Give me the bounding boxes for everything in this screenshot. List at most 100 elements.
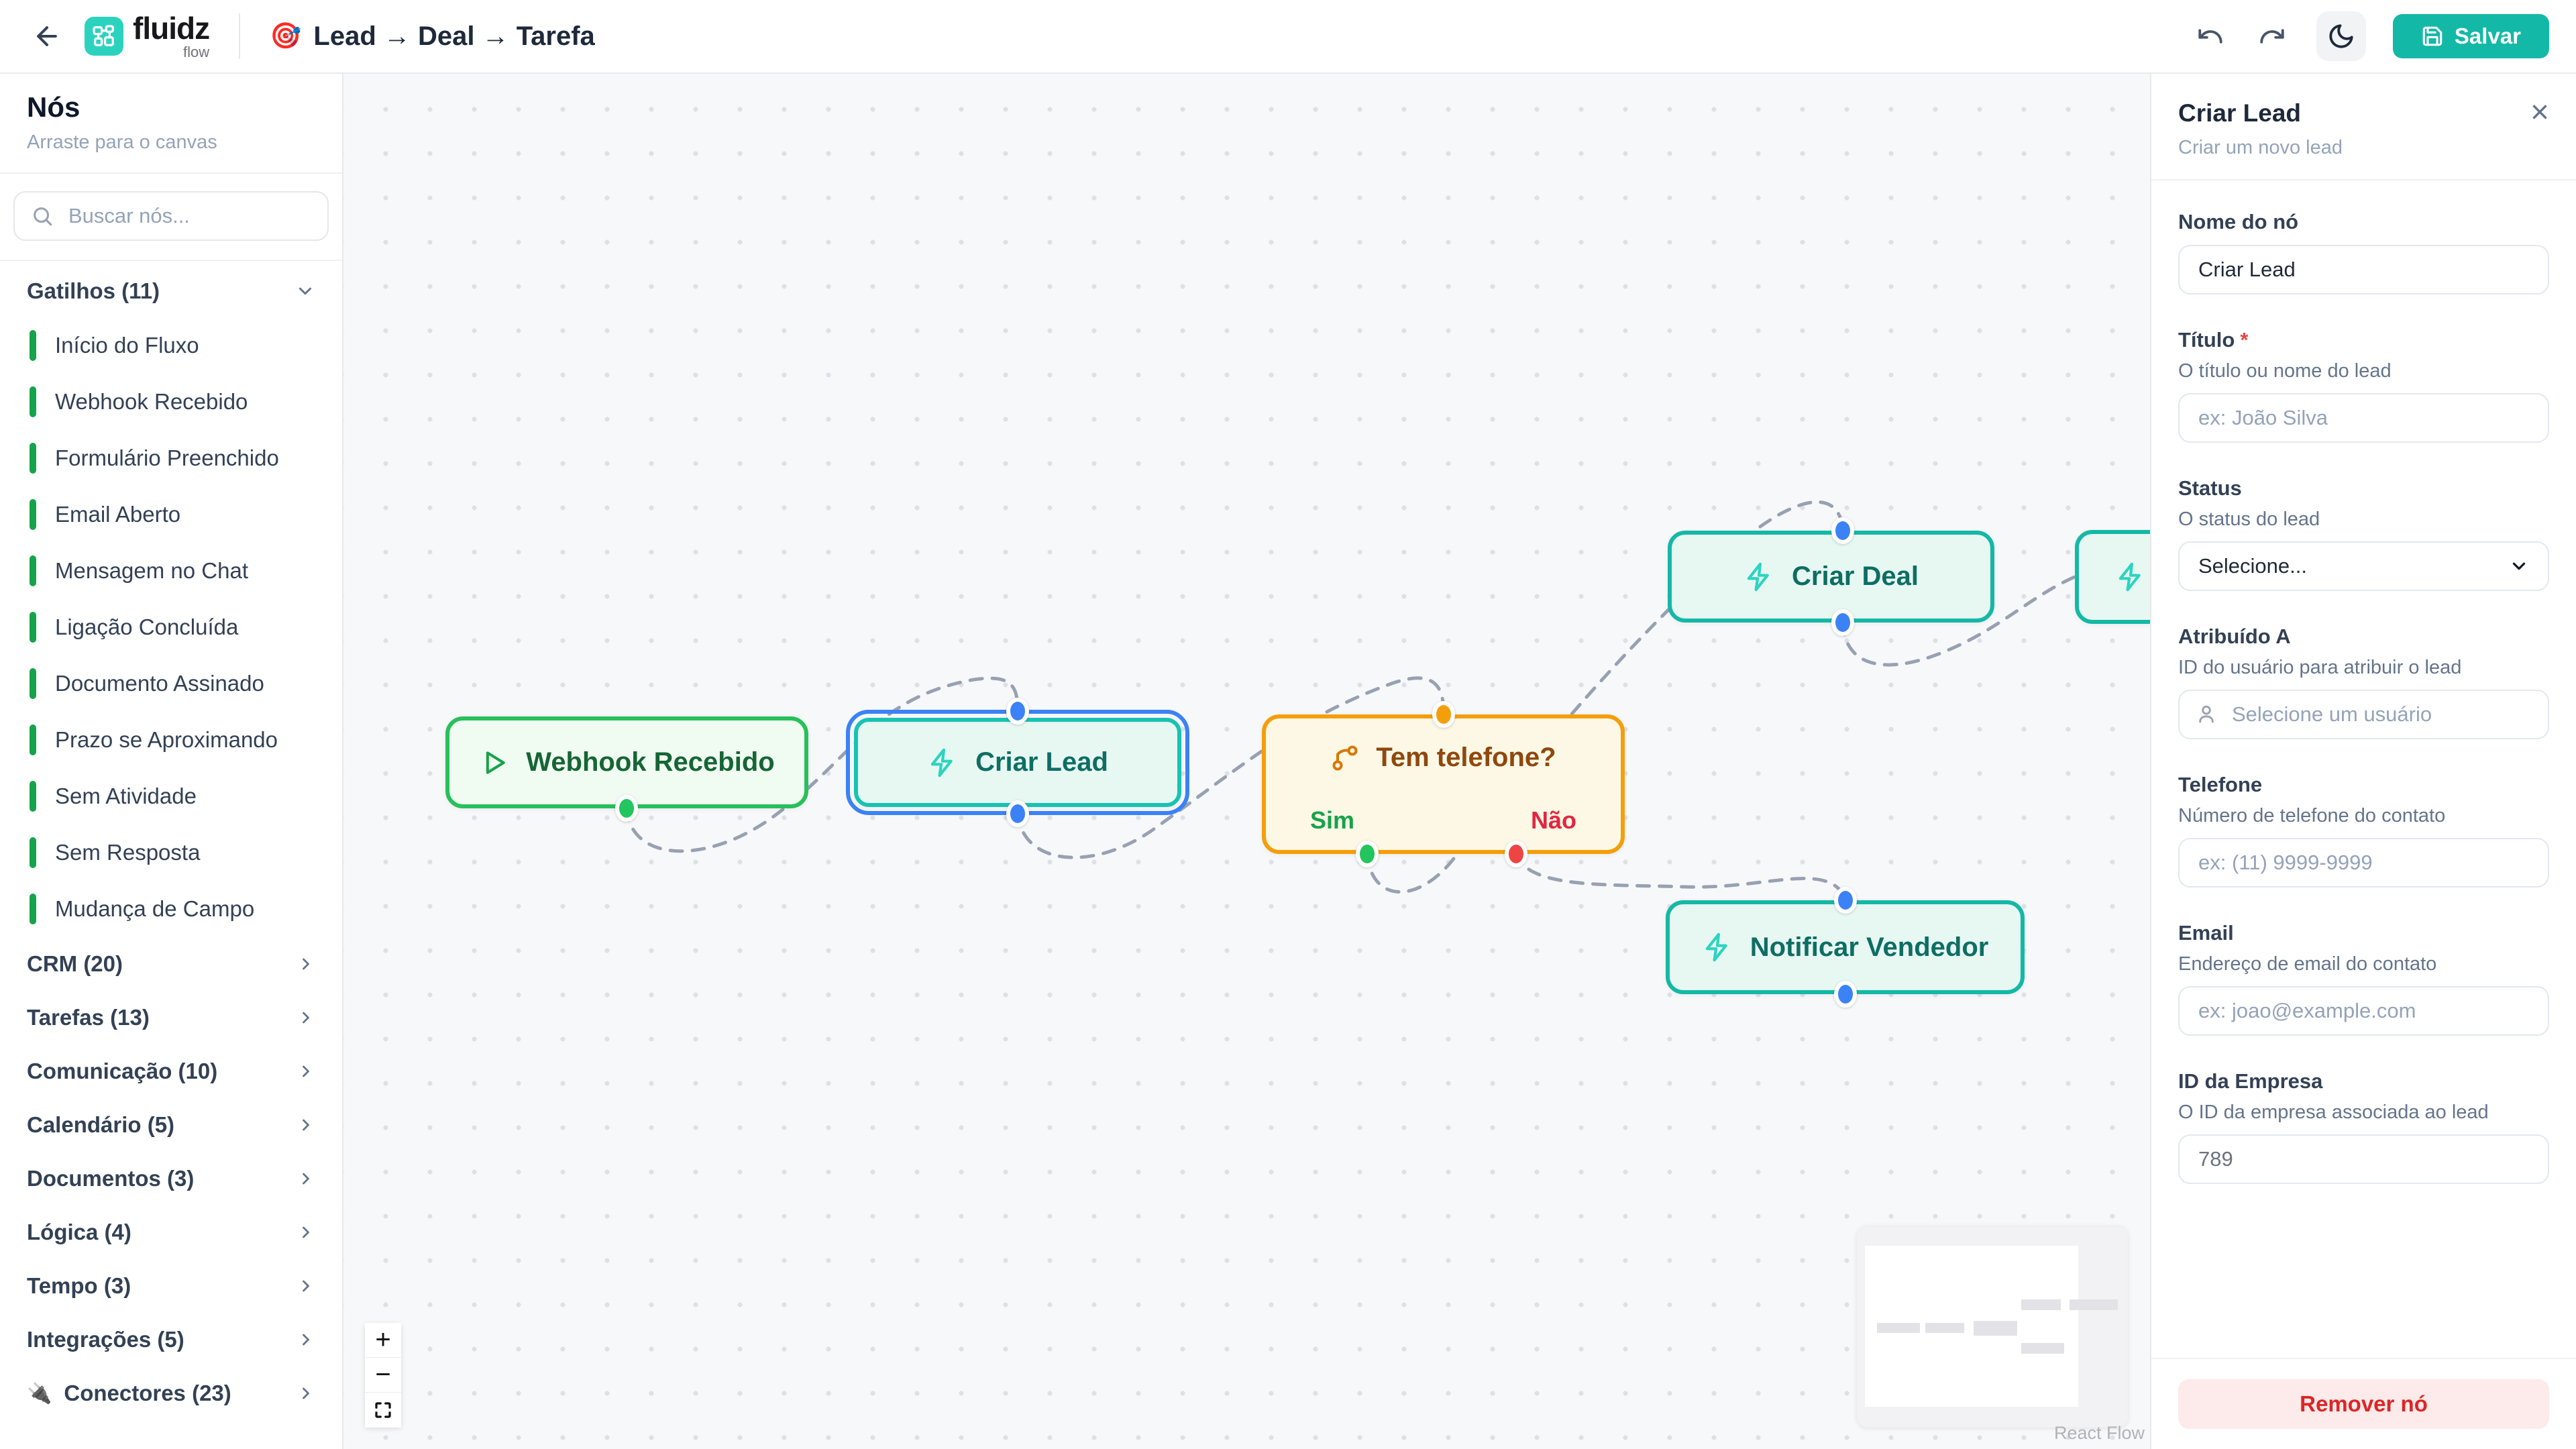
remove-node-button[interactable]: Remover nó [2178,1379,2549,1429]
sidebar-subtitle: Arraste para o canvas [27,131,217,153]
handle-nao-source[interactable] [1505,841,1527,867]
top-bar: fluidz flow 🎯 Lead → Deal → Tarefa Salva… [0,0,2576,74]
redo-button[interactable] [2255,19,2290,54]
zoom-out-button[interactable]: − [365,1358,401,1393]
handle-temtelefone-target[interactable] [1432,701,1455,728]
node-notificar-vendedor[interactable]: Notificar Vendedor [1666,900,2025,994]
sidebar-item-email-aberto[interactable]: Email Aberto [0,486,342,543]
field-helper: O ID da empresa associada ao lead [2178,1102,2489,1123]
handle-criarlead-target[interactable] [1006,698,1029,724]
handle-notificar-target[interactable] [1834,887,1857,914]
node-criar-lead[interactable]: Criar Lead [854,718,1181,807]
node-partial-right-edge[interactable] [2075,530,2150,624]
save-button[interactable]: Salvar [2392,14,2549,58]
brand-name: fluidz [133,11,210,46]
field-telefone: Telefone Número de telefone do contato [2178,773,2549,888]
sidebar-category-conectores[interactable]: 🔌Conectores (23) [0,1366,342,1420]
save-button-label: Salvar [2454,23,2521,48]
minimap-node [1974,1321,2017,1336]
trigger-color-bar [30,837,36,868]
node-criar-deal[interactable]: Criar Deal [1668,531,1994,623]
field-email: Email Endereço de email do contato [2178,921,2549,1036]
undo-button[interactable] [2193,19,2228,54]
sidebar-item-sem-resposta[interactable]: Sem Resposta [0,824,342,881]
sidebar-section-gatilhos[interactable]: Gatilhos (11) [0,261,342,317]
handle-criarlead-source[interactable] [1006,800,1029,827]
field-nome-do-no: Nome do nó [2178,210,2549,294]
branch-icon [1332,745,1358,771]
sidebar-category-tempo[interactable]: Tempo (3) [0,1259,342,1313]
email-input[interactable] [2178,986,2549,1036]
handle-sim-source[interactable] [1356,841,1379,867]
field-label: Atribuído A [2178,625,2291,648]
chevron-right-icon [303,1119,309,1131]
field-helper: ID do usuário para atribuir o lead [2178,657,2462,678]
arrow-left-icon [37,26,57,46]
assignee-input[interactable] [2178,690,2549,739]
sidebar-category-calendario[interactable]: Calendário (5) [0,1098,342,1152]
status-select[interactable]: Selecione... [2178,541,2549,591]
field-label: Título* [2178,328,2249,352]
minimap[interactable] [1857,1226,2128,1428]
sidebar-category-tarefas[interactable]: Tarefas (13) [0,991,342,1044]
panel-header: Criar Lead Criar um novo lead × [2151,74,2576,180]
sidebar-item-label: Prazo se Aproximando [55,727,278,752]
dark-mode-toggle[interactable] [2316,11,2366,61]
sidebar-item-label: Documento Assinado [55,671,264,696]
fit-view-button[interactable] [365,1393,401,1428]
telefone-input[interactable] [2178,838,2549,888]
trigger-color-bar [30,555,36,586]
field-helper: Endereço de email do contato [2178,953,2437,975]
node-tem-telefone[interactable]: Tem telefone? Sim Não [1262,714,1625,854]
sidebar-category-documentos[interactable]: Documentos (3) [0,1152,342,1205]
titulo-input[interactable] [2178,393,2549,443]
flow-title: 🎯 Lead → Deal → Tarefa [270,21,595,52]
flow-canvas[interactable]: Webhook Recebido Criar Lead Tem telefone… [343,74,2150,1449]
sidebar-item-formulario-preenchido[interactable]: Formulário Preenchido [0,430,342,486]
minimap-node [2021,1299,2061,1310]
node-search [13,191,329,241]
handle-criardeal-target[interactable] [1831,517,1854,544]
field-id-da-empresa: ID da Empresa O ID da empresa associada … [2178,1069,2549,1184]
sidebar-title: Nós [27,91,80,123]
sidebar-item-inicio-do-fluxo[interactable]: Início do Fluxo [0,317,342,374]
sidebar-item-label: Email Aberto [55,502,181,527]
sidebar-item-webhook-recebido[interactable]: Webhook Recebido [0,374,342,430]
sidebar-item-ligacao-concluida[interactable]: Ligação Concluída [0,599,342,655]
main-area: Nós Arraste para o canvas Gatilhos (11) … [0,74,2576,1449]
sidebar-category-comunicacao[interactable]: Comunicação (10) [0,1044,342,1098]
sidebar-item-mensagem-no-chat[interactable]: Mensagem no Chat [0,543,342,599]
zoom-in-button[interactable]: + [365,1323,401,1358]
edge-sim-to-criardeal [1365,500,1845,894]
company-id-input[interactable] [2178,1134,2549,1184]
minimap-node [1925,1323,1964,1333]
sidebar-category-integracoes[interactable]: Integrações (5) [0,1313,342,1366]
search-input[interactable] [13,191,329,241]
chevron-right-icon [303,1065,309,1077]
close-panel-button[interactable]: × [2530,95,2549,130]
sidebar-item-sem-atividade[interactable]: Sem Atividade [0,768,342,824]
plug-emoji-icon: 🔌 [27,1382,52,1405]
chevron-right-icon [303,1387,309,1399]
sidebar-category-logica[interactable]: Lógica (4) [0,1205,342,1259]
sidebar-item-prazo-se-aproximando[interactable]: Prazo se Aproximando [0,712,342,768]
node-webhook-recebido[interactable]: Webhook Recebido [445,716,808,808]
sidebar-category-crm[interactable]: CRM (20) [0,937,342,991]
search-icon [34,207,52,226]
react-flow-attribution: React Flow [2053,1423,2145,1443]
chevron-right-icon [303,1226,309,1238]
category-label: CRM (20) [27,951,123,976]
edge-criarlead-to-temtelefone [1016,676,1446,859]
condition-title-row: Tem telefone? [1330,743,1556,773]
sidebar-item-documento-assinado[interactable]: Documento Assinado [0,655,342,712]
divider [0,172,342,174]
node-name-input[interactable] [2178,245,2549,294]
category-label: Calendário (5) [27,1112,175,1137]
handle-notificar-source[interactable] [1834,981,1857,1008]
sidebar-item-mudanca-de-campo[interactable]: Mudança de Campo [0,881,342,937]
category-label: Tempo (3) [27,1273,131,1298]
panel-title: Criar Lead [2178,99,2302,127]
handle-webhook-source[interactable] [615,795,638,822]
back-button[interactable] [27,16,67,56]
handle-criardeal-source[interactable] [1831,609,1854,636]
